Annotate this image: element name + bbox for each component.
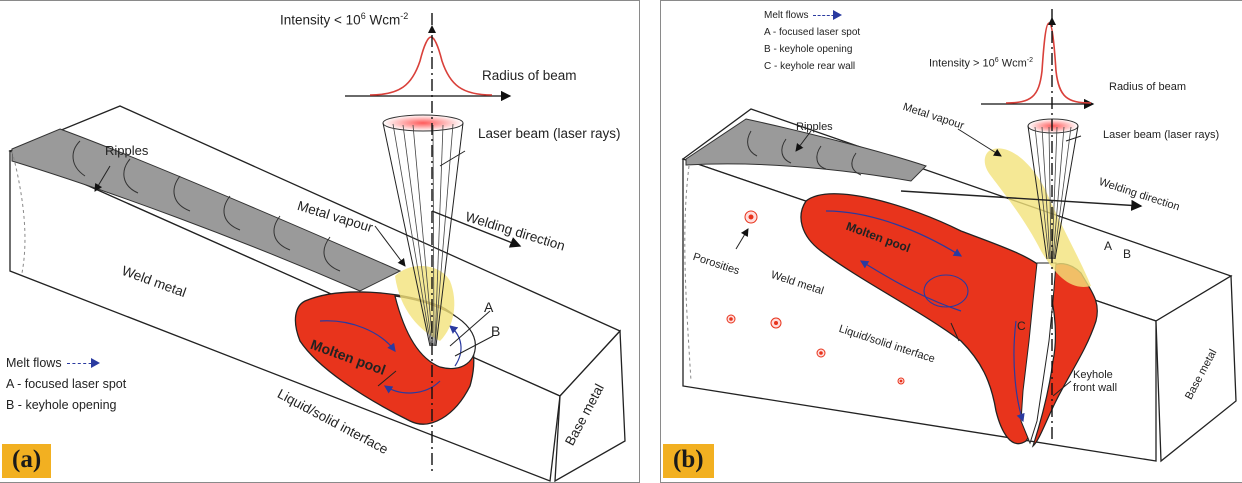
keyhole-weld-diagram — [681, 9, 1237, 463]
intensity-exponent: 6 — [360, 11, 366, 21]
dashed-arrow-icon — [66, 358, 100, 369]
point-b-label: B — [1123, 247, 1132, 261]
panel-b: Melt flows A - focused laser spot B - ke… — [660, 0, 1242, 483]
laser-beam-label: Laser beam (laser rays) — [1103, 129, 1220, 141]
legend-item-b: B - keyhole opening — [6, 398, 117, 412]
point-a-label: A — [484, 299, 494, 315]
leader-lines — [94, 150, 522, 387]
legend-item-b: B - keyhole opening — [764, 44, 853, 55]
laser-beam — [382, 13, 464, 471]
point-c-label: C — [1017, 319, 1026, 333]
legend-item-c: C - keyhole rear wall — [764, 61, 856, 72]
point-b-label: B — [491, 323, 501, 339]
legend-melt-flows: Melt flows — [6, 353, 126, 374]
point-a-label: A — [1104, 239, 1113, 253]
ripples-label: Ripples — [796, 121, 833, 133]
intensity-exponent: 6 — [994, 57, 999, 64]
panel-a: Intensity < 106 Wcm-2 Radius of beam Las… — [0, 0, 640, 483]
leader-lines — [735, 128, 1143, 397]
intensity-unit-exponent: -2 — [1026, 57, 1033, 64]
legend-item-a: A - focused laser spot — [6, 377, 127, 391]
metal-vapour-plume — [984, 148, 1091, 287]
intensity-text: Intensity > 10 — [929, 57, 995, 70]
porosities — [726, 210, 905, 385]
legend-item-a: A - focused laser spot — [764, 27, 861, 38]
ripples — [684, 118, 927, 382]
metal-vapour-plume — [395, 265, 455, 341]
legend-a: Melt flows A - focused laser spot B - ke… — [6, 353, 126, 416]
laser-beam — [1027, 9, 1079, 441]
intensity-unit-exponent: -2 — [400, 11, 409, 21]
molten-pool — [800, 193, 1098, 448]
dashed-arrow-icon — [813, 9, 843, 20]
intensity-label: Intensity > 106 Wcm-2 — [929, 57, 1033, 70]
ripples — [11, 128, 402, 292]
beam-profile — [345, 36, 512, 102]
radius-of-beam-label: Radius of beam — [1109, 81, 1187, 93]
intensity-unit: Wcm — [998, 57, 1027, 70]
panel-a-badge: (a) — [2, 444, 52, 478]
intensity-unit: Wcm — [365, 12, 401, 28]
panel-b-badge: (b) — [663, 444, 714, 478]
laser-beam-label: Laser beam (laser rays) — [478, 126, 621, 141]
legend-melt-flows: Melt flows — [764, 7, 860, 24]
intensity-text: Intensity < 10 — [280, 12, 361, 28]
legend-b: Melt flows A - focused laser spot B - ke… — [764, 7, 860, 75]
conduction-weld-diagram — [8, 13, 626, 482]
keyhole-front-wall-label: Keyhole front wall — [1073, 369, 1118, 394]
radius-of-beam-label: Radius of beam — [482, 68, 577, 83]
ripples-label: Ripples — [105, 143, 149, 158]
intensity-label: Intensity < 106 Wcm-2 — [280, 11, 408, 28]
